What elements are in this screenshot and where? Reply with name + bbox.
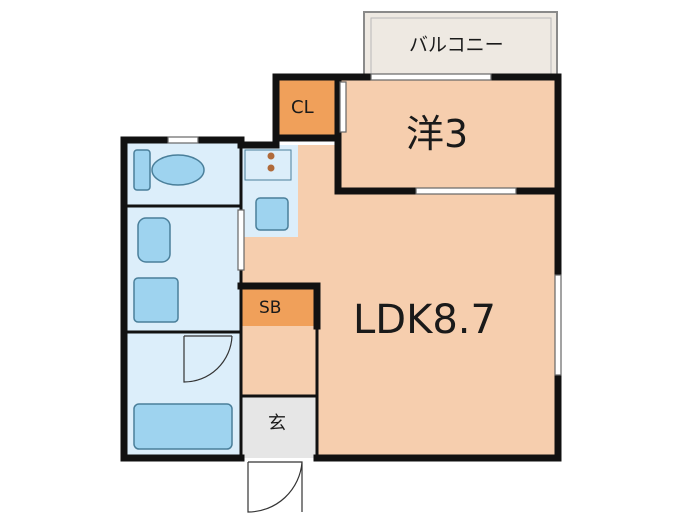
shoe-box-label: SB (259, 298, 282, 318)
closet-label: CL (291, 97, 314, 118)
entrance-floor (241, 396, 317, 458)
balcony (363, 11, 558, 79)
stove-burner (267, 164, 275, 172)
toilet-bowl (151, 154, 205, 186)
bathroom-door-swing (183, 335, 233, 383)
entrance-label: 玄 (268, 413, 286, 434)
washbasin (137, 217, 171, 263)
stove-burner (267, 152, 275, 160)
kitchen-sink (255, 197, 289, 231)
wall-shoe-box (237, 282, 321, 330)
ldk-label: LDK8.7 (353, 297, 496, 343)
bathtub (133, 403, 233, 450)
balcony-label: バルコニー (409, 34, 504, 56)
closet-floor (276, 77, 338, 138)
windows (167, 73, 562, 376)
entrance-door-swing (247, 461, 303, 513)
western-room-floor (338, 77, 558, 191)
washing-machine-pan (133, 277, 179, 323)
shoe-box-floor (241, 286, 317, 326)
western-room-label: 洋3 (406, 112, 469, 156)
toilet-tank (133, 149, 151, 191)
doors (183, 335, 303, 513)
wall-outer-west (120, 136, 245, 462)
partitions (124, 140, 319, 458)
wall-north-kitchen (237, 73, 342, 149)
